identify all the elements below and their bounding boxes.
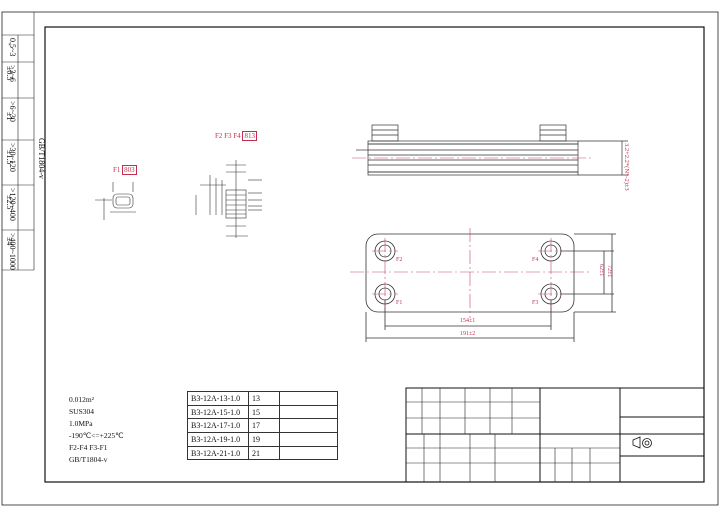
tolerance-value-5: ±4	[5, 237, 14, 246]
projection-icon	[632, 436, 652, 449]
dim-port-spacing-h: 154±1	[460, 318, 476, 324]
detail-group-label: F2 F3 F4	[215, 132, 241, 140]
tolerance-value-2: ±1	[5, 112, 14, 121]
spec-area: 0.012m²	[69, 395, 94, 404]
table-row: B3-12A-21-1.0 21	[187, 445, 338, 461]
tolerance-value-1: ±0.5	[5, 66, 14, 81]
detail-f1-label: F1	[113, 166, 121, 174]
blank-cell	[279, 404, 338, 420]
blank-cell	[279, 391, 338, 406]
front-view	[365, 233, 616, 342]
spec-temperature: -190℃<=+225℃	[69, 431, 124, 440]
port-label-f1: F1	[396, 300, 403, 306]
blank-cell	[279, 418, 338, 434]
tolerance-value-0: -	[5, 43, 14, 46]
table-row: B3-12A-15-1.0 15	[187, 404, 338, 420]
model-cell: B3-12A-15-1.0	[187, 404, 249, 420]
dim-overall-v: 72±1	[606, 265, 612, 278]
dim-overall-h: 191±2	[460, 331, 476, 337]
tolerance-value-3: ±1.5	[5, 150, 14, 165]
dim-port-spacing-v: 62±1	[598, 264, 604, 277]
blank-cell	[279, 445, 338, 461]
side-view-dimension: 3.2+2.2*(N*-2)±3	[623, 143, 630, 191]
detail-header-group: F2 F3 F4 813	[215, 131, 257, 141]
blank-cell	[279, 432, 338, 447]
port-detail-f1	[95, 182, 136, 220]
plates-cell: 19	[248, 432, 280, 447]
port-detail-group	[195, 160, 262, 238]
port-label-f3: F3	[532, 300, 539, 306]
tolerance-standard: GB/T1804-v	[37, 138, 46, 179]
spec-material: SUS304	[69, 407, 95, 416]
plates-cell: 21	[248, 445, 280, 461]
detail-group-box: 813	[242, 131, 257, 141]
spec-flow: F2-F4 F3-F1	[69, 443, 108, 452]
model-cell: B3-12A-13-1.0	[187, 391, 249, 406]
side-view	[356, 124, 628, 176]
detail-header-f1: F1 803	[113, 165, 137, 175]
table-row: B3-12A-19-1.0 19	[187, 432, 338, 447]
spec-standard: GB/T1804-v	[69, 455, 108, 464]
plates-cell: 13	[248, 391, 280, 406]
table-row: B3-12A-13-1.0 13	[187, 391, 338, 406]
port-label-f2: F2	[396, 257, 403, 263]
table-row: B3-12A-17-1.0 17	[187, 418, 338, 434]
model-cell: B3-12A-17-1.0	[187, 418, 249, 434]
model-cell: B3-12A-19-1.0	[187, 432, 249, 447]
detail-f1-box: 803	[122, 165, 137, 175]
tolerance-range-0: 0.5~3	[8, 38, 17, 57]
spec-pressure: 1.0MPa	[69, 419, 93, 428]
port-label-f4: F4	[532, 257, 539, 263]
model-cell: B3-12A-21-1.0	[187, 445, 249, 461]
plates-cell: 17	[248, 418, 280, 434]
model-table: B3-12A-13-1.0 13 B3-12A-15-1.0 15 B3-12A…	[187, 391, 338, 461]
tolerance-value-4: ±2.5	[5, 195, 14, 210]
title-block	[405, 387, 705, 483]
plates-cell: 15	[248, 404, 280, 420]
